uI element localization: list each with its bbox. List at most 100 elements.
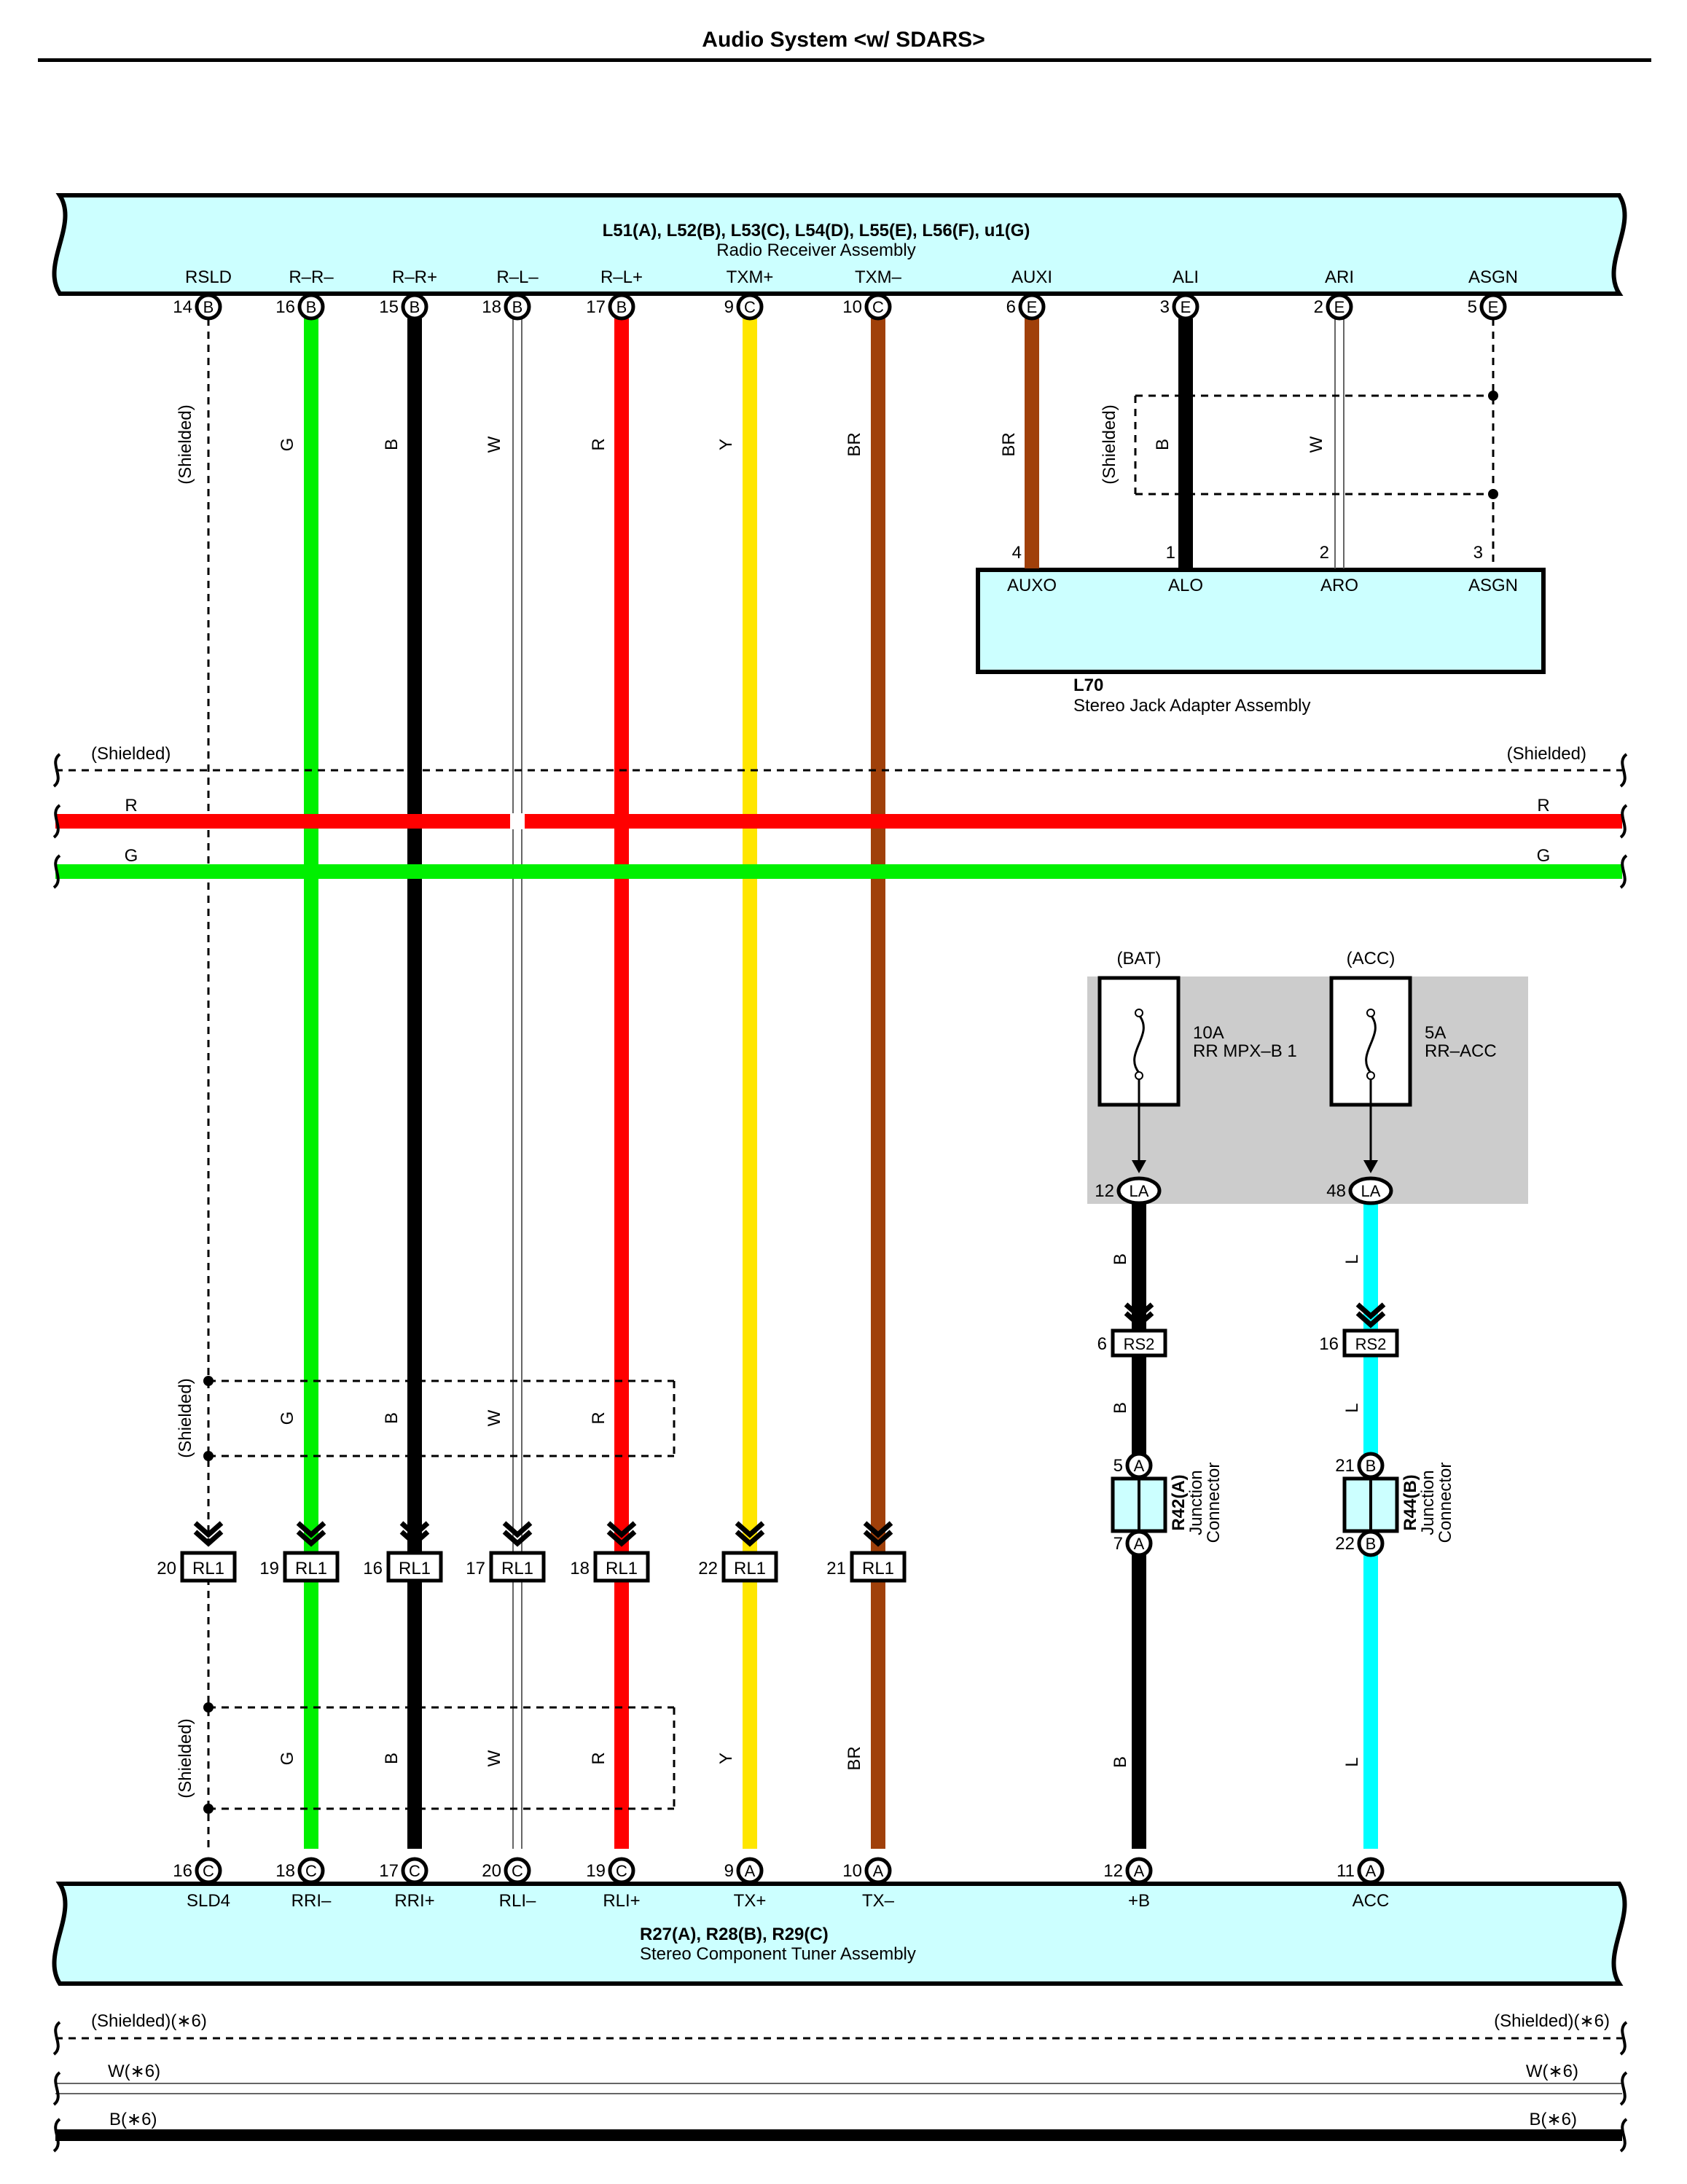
rr-pin-connector	[1326, 293, 1353, 321]
fuse-amp: 10A	[1193, 1023, 1224, 1043]
connector-arrow	[606, 1530, 637, 1547]
connector-arrow	[193, 1521, 224, 1538]
bus-label: B(∗6)	[1530, 2110, 1577, 2129]
rl-connector	[386, 1551, 443, 1583]
tuner-pin-label: ACC	[1353, 1891, 1390, 1911]
parts-layer	[52, 293, 1628, 2153]
bus-break	[1619, 2118, 1628, 2153]
wire-color-label: BR	[999, 432, 1019, 456]
wire-color-label: L	[1342, 1757, 1362, 1766]
tuner-pin-connector	[1357, 1857, 1385, 1884]
wire-color-label: L	[1342, 1254, 1362, 1264]
ja-pin-label: AUXO	[1007, 576, 1057, 595]
rr-pin-label: TXM–	[855, 267, 902, 287]
bus-label: (Shielded)	[91, 744, 171, 764]
junction-pin	[1357, 1530, 1385, 1557]
wire-color-label: G	[278, 1412, 297, 1425]
ja-pin-number: 3	[1473, 543, 1483, 563]
wire-color-label: BR	[845, 432, 864, 456]
ja-pin-number: 2	[1320, 543, 1329, 563]
bus-label: W(∗6)	[1526, 2062, 1578, 2081]
tuner-pin-connector-letter: A	[1366, 1862, 1377, 1880]
bus-label: R	[125, 796, 137, 815]
tuner-pin-number: 18	[275, 1861, 295, 1881]
fuse-terminal	[1135, 1009, 1143, 1017]
tuner-pin-connector	[504, 1857, 531, 1884]
page-title: Audio System <w/ SDARS>	[702, 28, 985, 52]
rr-pin-number: 15	[379, 297, 399, 317]
rr-pin-number: 17	[586, 297, 606, 317]
tuner-pin-label: TX–	[862, 1891, 895, 1911]
rr-pin-connector-letter: E	[1027, 298, 1038, 316]
ja-pin-number: 1	[1166, 543, 1175, 563]
rl-connector-label: RL1	[192, 1559, 224, 1578]
rl-connector	[489, 1551, 546, 1583]
splice-dot	[203, 1376, 214, 1386]
rr-pin-label: ASGN	[1468, 267, 1518, 287]
junction-pin-number: 22	[1335, 1534, 1355, 1554]
connector-arrow	[735, 1530, 765, 1547]
text-layer: L51(A), L52(B), L53(C), L54(D), L55(E), …	[91, 221, 1610, 2129]
wires-layer	[55, 318, 1622, 2141]
fuse-terminal	[1366, 1071, 1375, 1080]
bus-break	[1619, 753, 1628, 788]
tuner-pin-connector-letter: C	[409, 1862, 420, 1880]
rl-pin-number: 22	[698, 1559, 718, 1578]
fills-layer	[52, 193, 1627, 1986]
fuse-arrow	[1132, 1160, 1146, 1173]
bus-break	[52, 2118, 61, 2153]
tuner-pin-connector-letter: C	[616, 1862, 627, 1880]
splice-dot	[203, 1702, 214, 1713]
rr-pin-number: 10	[842, 297, 862, 317]
radio-receiver-name: Radio Receiver Assembly	[716, 240, 915, 260]
rl-connector	[593, 1551, 650, 1583]
bus-break	[52, 804, 61, 839]
rr-pin-connector-letter: B	[617, 298, 627, 316]
tuner-pin-number: 10	[842, 1861, 862, 1881]
tuner-pin-connector-letter: A	[745, 1862, 756, 1880]
rl-connector	[283, 1551, 340, 1583]
wire-color-label: B	[382, 1412, 402, 1424]
connector-arrow	[863, 1521, 893, 1538]
tuner-pin-number: 16	[173, 1861, 192, 1881]
junction-pin-letter: B	[1366, 1457, 1377, 1475]
rr-pin-number: 6	[1006, 297, 1016, 317]
fuse-name: RR–ACC	[1425, 1041, 1497, 1061]
connector-arrow	[296, 1530, 326, 1547]
rr-pin-number: 18	[482, 297, 501, 317]
rl-connector	[850, 1551, 907, 1583]
ja-pin-label: ARO	[1320, 576, 1358, 595]
tuner-pin-number: 9	[724, 1861, 734, 1881]
junction-pin-letter: A	[1134, 1457, 1145, 1475]
fuse-amp: 5A	[1425, 1023, 1446, 1043]
wire-color-label: R	[589, 1412, 608, 1424]
wire-color-label: W	[485, 1409, 504, 1426]
tuner-pin-label: +B	[1128, 1891, 1150, 1911]
splice-dot	[203, 1451, 214, 1461]
fuse-source: (BAT)	[1117, 949, 1162, 968]
rr-pin-connector-letter: E	[1488, 298, 1499, 316]
wire-color-label: W	[485, 1750, 504, 1766]
tuner-pin-label: RRI+	[394, 1891, 434, 1911]
rl-connector	[721, 1551, 778, 1583]
junction-name: Junction	[1186, 1470, 1206, 1535]
wire-color-label: B	[1153, 439, 1173, 450]
connector-arrow	[502, 1521, 533, 1538]
wire-color-label: L	[1342, 1403, 1362, 1412]
rs-connector-label: RS2	[1124, 1335, 1155, 1353]
bus-label: (Shielded)(∗6)	[91, 2011, 207, 2031]
connector-arrow	[863, 1530, 893, 1547]
rr-pin-connector-letter: B	[203, 298, 214, 316]
radio-receiver-assembly	[52, 193, 1627, 296]
wire-color-label: R	[589, 438, 608, 450]
la-pin-number: 12	[1095, 1181, 1114, 1201]
rr-pin-connector	[1018, 293, 1046, 321]
rl-pin-number: 19	[259, 1559, 279, 1578]
ja-pin-label: ASGN	[1468, 576, 1518, 595]
fuse-source: (ACC)	[1347, 949, 1396, 968]
connector-arrow	[399, 1521, 430, 1538]
wire-color-label: (Shielded)	[176, 404, 195, 484]
la-connector	[1116, 1176, 1162, 1205]
wire-color-label: BR	[845, 1746, 864, 1770]
